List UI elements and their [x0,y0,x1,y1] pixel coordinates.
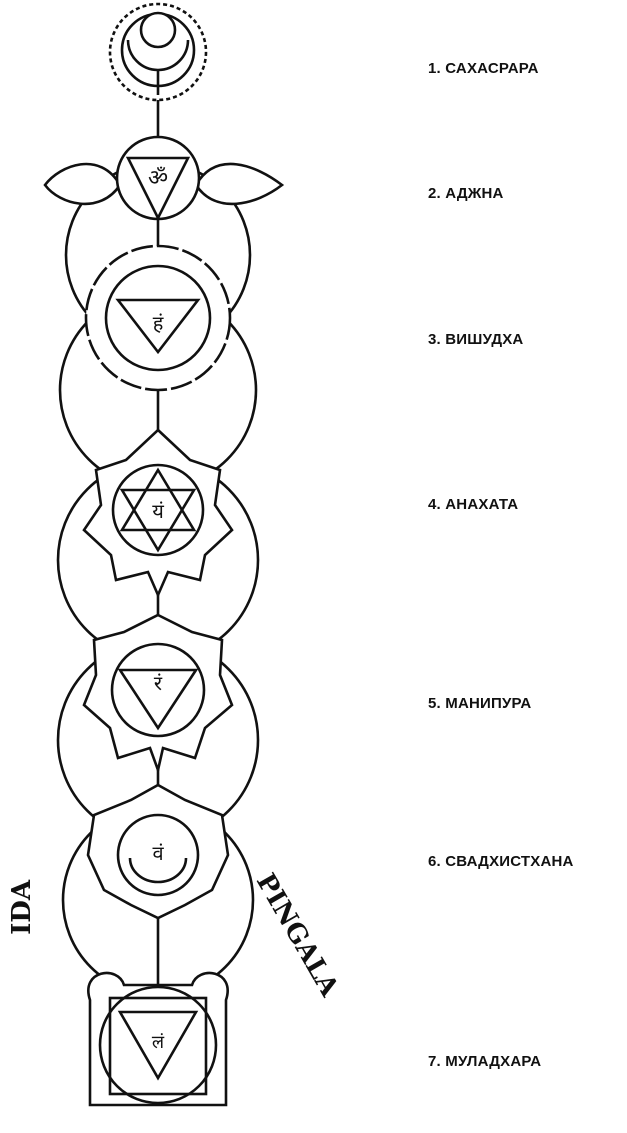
chakra-label-3: 3. ВИШУДХА [428,331,523,348]
chakra-label-1: 1. САХАСРАРА [428,60,539,77]
muladhara-syllable: लं [152,1032,165,1053]
chakra-label-6: 6. СВАДХИСТХАНА [428,853,574,870]
ida-label: IDA [7,879,37,935]
anahata-syllable: यं [152,499,164,523]
chakra-label-7: 7. МУЛАДХАРА [428,1053,541,1070]
chakra-label-4: 4. АНАХАТА [428,496,518,513]
muladhara-symbol: लं [88,973,227,1105]
vishuddha-syllable: हं [153,311,164,335]
vishuddha-symbol: हं [86,246,230,390]
pingala-label: PINGALA [250,869,345,1003]
sahasrara-symbol [110,4,206,100]
chakra-label-2: 2. АДЖНА [428,185,504,202]
chakra-label-5: 5. МАНИПУРА [428,695,531,712]
anahata-symbol: यं [84,430,232,595]
manipura-symbol: रं [84,615,232,770]
ajna-syllable: ॐ [148,166,168,191]
manipura-syllable: रं [154,671,163,695]
svadhisthana-symbol: वं [88,785,228,918]
svadhisthana-syllable: वं [152,841,164,865]
